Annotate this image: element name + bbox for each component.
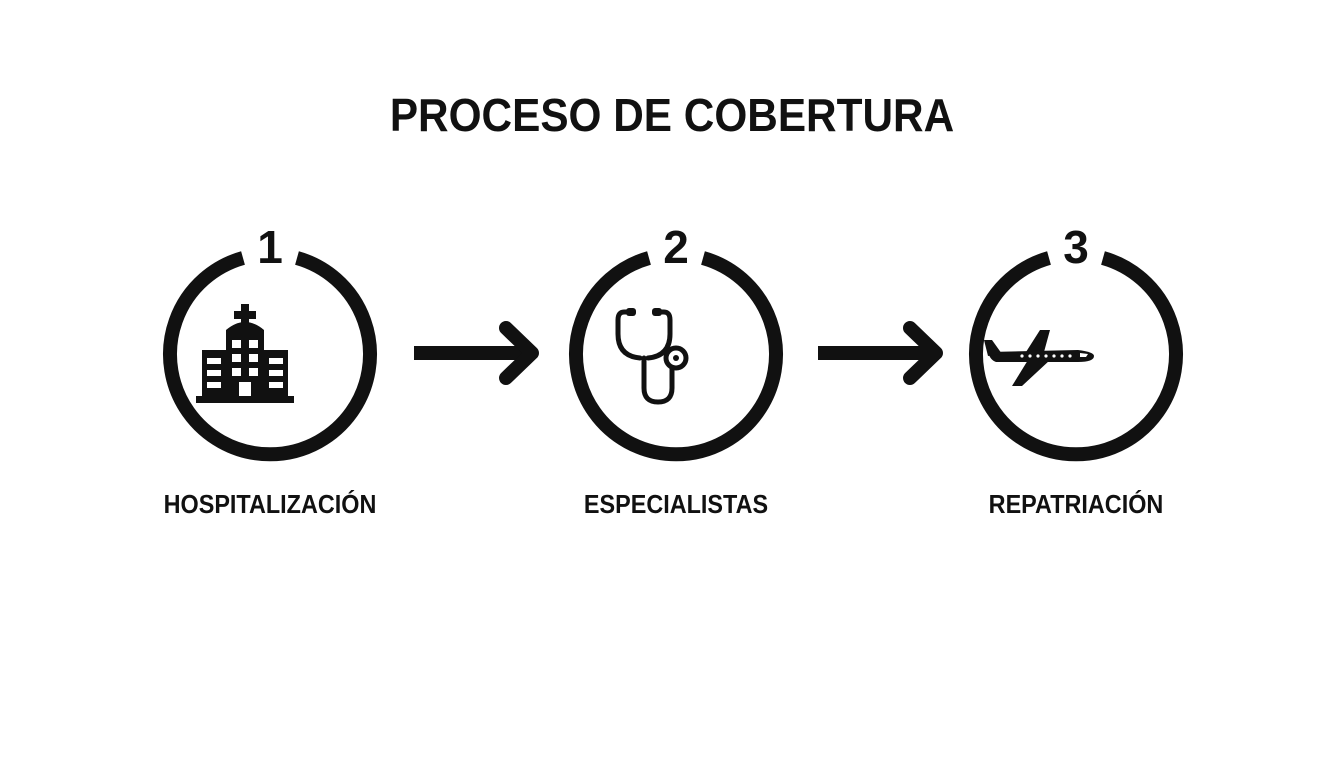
diagram-title: PROCESO DE COBERTURA xyxy=(389,89,955,141)
step-number: 2 xyxy=(663,221,689,273)
step-especialistas: 2 ESPECIALISTAS xyxy=(546,215,806,535)
step-label: ESPECIALISTAS xyxy=(583,489,769,519)
stethoscope-icon xyxy=(615,308,689,405)
step-ring xyxy=(163,251,377,462)
hospital-icon xyxy=(196,304,294,403)
step-label: REPATRIACIÓN xyxy=(988,489,1164,519)
arrow-right-icon xyxy=(414,321,539,385)
step-number: 3 xyxy=(1063,221,1089,273)
step-hospitalizacion: 1 xyxy=(140,215,400,535)
airplane-icon xyxy=(984,330,1094,386)
step-ring xyxy=(969,251,1183,462)
step-label: HOSPITALIZACIÓN xyxy=(163,489,377,519)
step-repatriacion: 3 REPATRIACIÓN xyxy=(946,215,1206,535)
arrow-right-icon xyxy=(818,321,943,385)
step-number: 1 xyxy=(257,221,283,273)
step-ring xyxy=(569,251,783,462)
